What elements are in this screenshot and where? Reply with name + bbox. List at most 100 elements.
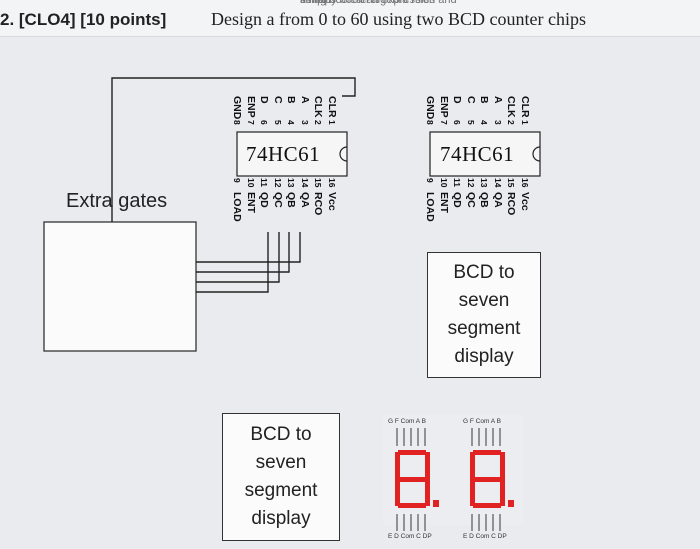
chip-left-pin-12-label: QC	[271, 192, 284, 208]
chip-left-pin-7-label: ENP	[244, 96, 257, 118]
decoder-left-line-4: display	[251, 508, 311, 529]
wire-d	[196, 232, 269, 293]
chip-left-pin-10-label: ENT	[244, 192, 257, 213]
chip-right-pin-9-number: 9	[425, 178, 435, 183]
chip-right-pin-8-label: GND	[424, 96, 436, 120]
chip-left-pin-13-number: 13	[286, 178, 296, 188]
chip-left-pin-16-number: 16	[326, 178, 337, 188]
chip-right-pin-14-number: 14	[492, 178, 503, 188]
decoder-right-line-3: segment	[447, 318, 521, 339]
chip-right-pin-4-label: B	[478, 96, 490, 104]
decoder-left-line-1: BCD to	[250, 424, 312, 445]
chip-right-pin-12-number: 12	[465, 178, 476, 188]
chip-right-pin-13-label: QB	[478, 192, 490, 208]
chip-right-pin-9-label: LOAD	[424, 192, 436, 222]
chip-right-pin-8-number: 8	[425, 120, 435, 125]
decoder-right-line-2: seven	[458, 290, 510, 311]
digit-1	[395, 450, 439, 508]
chip-left-pin-1-label: CLR	[325, 96, 338, 118]
chip-left-notch	[339, 146, 348, 162]
extra-gates-label: Extra gates	[66, 190, 168, 212]
wire-c	[196, 232, 280, 283]
chip-right-pin-4-number: 4	[479, 120, 489, 125]
chip-left-pin-2-number: 2	[313, 120, 323, 125]
wire-b	[196, 232, 290, 273]
question-header: simplify boolean expression using boolea…	[0, 0, 700, 37]
chip-right-pin-11-number: 11	[452, 178, 462, 187]
chip-left-pin-3-number: 3	[299, 120, 310, 125]
wire-a	[196, 232, 301, 263]
chip-right-pin-15-label: RCO	[505, 192, 517, 216]
decoder-right-box: BCD to seven segment display	[427, 252, 541, 378]
wire-clr	[111, 77, 356, 222]
chip-left-pin-8-number: 8	[232, 120, 242, 125]
chip-left-pin-9-number: 9	[232, 178, 242, 183]
chip-left-pin-12-number: 12	[272, 178, 283, 188]
chip-left-pin-5-label: C	[271, 96, 284, 104]
chip-left-pin-11-label: QD	[258, 192, 270, 208]
wires	[111, 77, 356, 293]
chip-left-pin-15-number: 15	[313, 178, 323, 188]
decoder-left-box: BCD to seven segment display	[222, 413, 340, 541]
chip-right-pin-1-number: 1	[519, 120, 530, 125]
chip-left-pin-6-number: 6	[259, 120, 269, 125]
chip-right-pin-2-label: CLK	[505, 96, 517, 118]
chip-right-pin-6-number: 6	[452, 120, 462, 125]
chip-left-pin-14-label: QA	[298, 192, 311, 208]
chip-right-pin-13-number: 13	[479, 178, 489, 188]
chip-left-pin-4-label: B	[285, 96, 297, 104]
decoder-right-line-4: display	[454, 346, 514, 367]
decoder-right-line-1: BCD to	[453, 262, 515, 283]
chip-right-pin-11-label: QD	[451, 192, 463, 208]
chip-right-pin-7-label: ENP	[437, 96, 450, 118]
chip-right-pin-7-number: 7	[438, 120, 449, 125]
chip-right-body	[429, 131, 541, 177]
chip-right-pin-10-label: ENT	[437, 192, 450, 213]
chip-right-pin-15-number: 15	[506, 178, 516, 188]
chip-left-body	[236, 131, 348, 177]
chip-right-pin-12-label: QC	[464, 192, 477, 208]
chip-right-pin-2-number: 2	[506, 120, 516, 125]
chip-right-pin-3-label: A	[491, 96, 504, 104]
extra-gates-box	[43, 221, 197, 352]
chip-left-pin-9-label: LOAD	[231, 192, 243, 222]
chip-left-pin-16-label: Vcc	[325, 192, 338, 211]
chip-left-pin-5-number: 5	[272, 120, 283, 125]
chip-right-pin-16-number: 16	[519, 178, 530, 188]
seg1-top-labels: G F Com A B	[388, 418, 426, 425]
decoder-left-line-2: seven	[255, 452, 307, 473]
chip-left-pin-2-label: CLK	[312, 96, 324, 118]
chip-right-pin-10-number: 10	[438, 178, 449, 188]
chip-left-pin-4-number: 4	[286, 120, 296, 125]
chip-left-pin-6-label: D	[258, 96, 270, 104]
chip-left-pin-7-number: 7	[245, 120, 256, 125]
chip-right-notch	[532, 146, 541, 162]
chip-left-pin-13-label: QB	[285, 192, 297, 208]
chip-left-pin-14-number: 14	[299, 178, 310, 188]
question-id: 2. [CLO4] [10 points]	[0, 10, 167, 29]
chip-left-pin-3-label: A	[298, 96, 311, 104]
chip-right-pin-6-label: D	[451, 96, 463, 104]
seg2-bottom-labels: E D Com C DP	[463, 533, 507, 540]
chip-left-pin-1-number: 1	[326, 120, 337, 125]
decoder-left-line-3: segment	[244, 480, 318, 501]
digit-2	[470, 450, 514, 508]
chip-right-name: 74HC61	[440, 142, 515, 166]
chip-right-pin-16-label: Vcc	[518, 192, 531, 211]
seven-seg-display	[383, 415, 523, 531]
seg1-bottom-labels: E D Com C DP	[388, 533, 432, 540]
clipped-text: simplify boolean expression using boolea…	[300, 0, 457, 6]
question-text: Design a from 0 to 60 using two BCD coun…	[211, 9, 586, 29]
chip-left-pin-11-number: 11	[259, 178, 269, 187]
chip-left-pin-8-label: GND	[231, 96, 243, 120]
chip-right-pin-5-number: 5	[465, 120, 476, 125]
seg2-top-labels: G F Com A B	[463, 418, 501, 425]
chip-left-name: 74HC61	[246, 142, 321, 166]
chip-right-pin-14-label: QA	[491, 192, 504, 208]
chip-left-pin-15-label: RCO	[312, 192, 324, 216]
chip-left-pin-10-number: 10	[245, 178, 256, 188]
chip-right-pin-5-label: C	[464, 96, 477, 104]
chip-right-pin-1-label: CLR	[518, 96, 531, 118]
chip-right-pin-3-number: 3	[492, 120, 503, 125]
